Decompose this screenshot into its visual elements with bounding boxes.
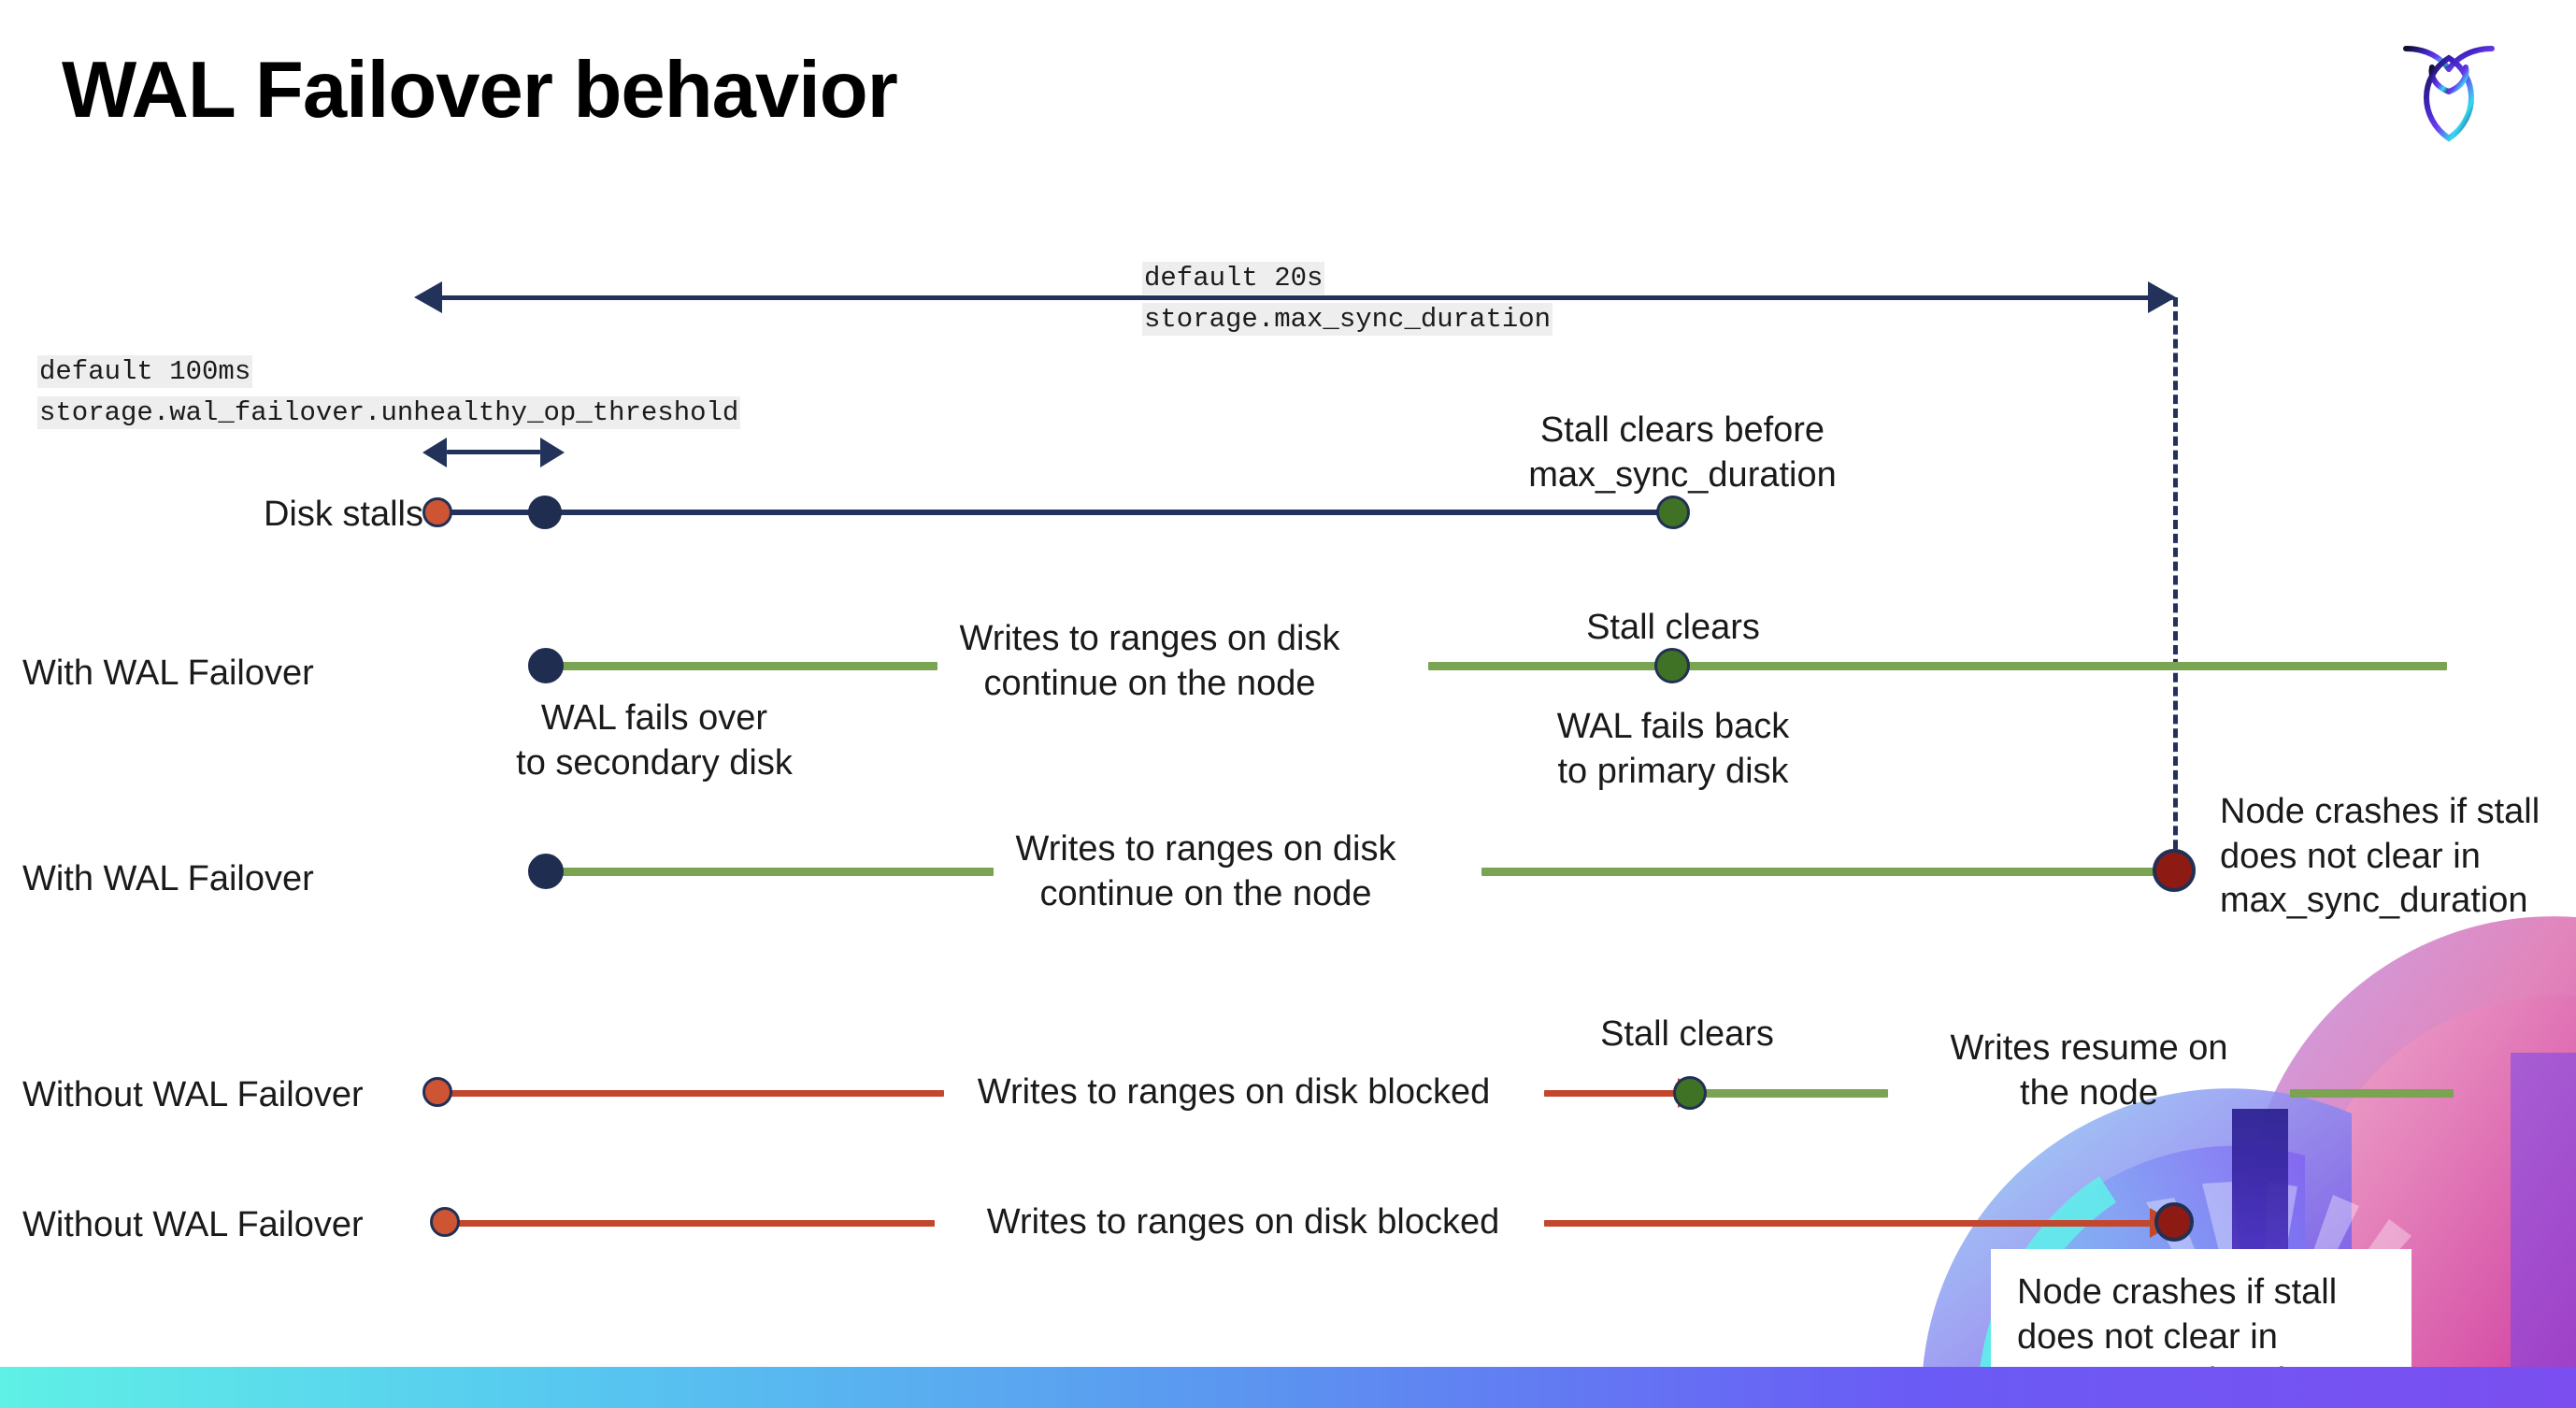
cockroach-labs-logo-icon	[2393, 28, 2505, 150]
row2-timeline-segment-b	[1428, 662, 2447, 670]
max-sync-left-arrowhead	[414, 281, 442, 313]
bottom-gradient-bar	[0, 1367, 2576, 1408]
unhealthy-op-threshold-callout: default 100ms storage.wal_failover.unhea…	[37, 352, 741, 434]
annotation-row3-node-crashes: Node crashes if stall does not clear in …	[2220, 792, 2540, 920]
annotation-row2-wal-fails-back: WAL fails back to primary disk	[1556, 707, 1790, 791]
row4-stall-start-dot	[422, 1077, 452, 1107]
disk-stalls-timeline	[439, 510, 1673, 515]
disk-stall-cleared-dot	[1656, 496, 1690, 529]
row4-blocked-line-a	[439, 1090, 944, 1097]
max-sync-default-value: default 20s	[1142, 262, 1325, 295]
row4-resume-line-b	[2290, 1089, 2454, 1098]
annotation-row4-stall-clears: Stall clears	[1600, 1014, 1774, 1054]
row4-stall-cleared-dot	[1673, 1076, 1707, 1110]
row4-blocked-line-b	[1544, 1090, 1680, 1097]
annotation-row2-writes-continue: Writes to ranges on disk continue on the…	[959, 619, 1340, 703]
max-sync-setting-name: storage.max_sync_duration	[1142, 303, 1553, 337]
annotation-row4-writes-blocked: Writes to ranges on disk blocked	[977, 1072, 1491, 1112]
max-sync-dashed-dropline	[2173, 297, 2178, 877]
unhealthy-setting-name: storage.wal_failover.unhealthy_op_thresh…	[37, 396, 741, 430]
annotation-row5-writes-blocked: Writes to ranges on disk blocked	[986, 1202, 1500, 1242]
row-label-without-wal-failover-2: Without WAL Failover	[22, 1205, 364, 1244]
disk-stall-detected-dot	[528, 496, 562, 529]
max-sync-right-arrowhead	[2148, 281, 2176, 313]
unhealthy-left-arrowhead	[422, 438, 447, 467]
annotation-row2-wal-fails-over: WAL fails over to secondary disk	[516, 698, 793, 783]
row5-blocked-line-a	[439, 1220, 935, 1227]
row5-stall-start-dot	[430, 1207, 460, 1237]
max-sync-duration-span-line	[439, 295, 2173, 300]
row-label-with-wal-failover-1: With WAL Failover	[22, 654, 314, 693]
row2-failover-start-dot	[528, 648, 564, 683]
row4-resume-line-a	[1706, 1089, 1888, 1098]
row3-node-crash-dot	[2153, 849, 2196, 892]
unhealthy-threshold-span-line	[447, 450, 540, 454]
annotation-row4-writes-resume: Writes resume on the node	[1950, 1028, 2228, 1113]
row5-node-crash-dot	[2154, 1202, 2194, 1242]
row3-timeline-segment-a	[545, 868, 994, 876]
row3-failover-start-dot	[528, 854, 564, 889]
row5-blocked-line-b	[1544, 1220, 2152, 1227]
unhealthy-right-arrowhead	[540, 438, 565, 467]
row-label-disk-stalls: Disk stalls	[263, 495, 423, 534]
row3-timeline-segment-b	[1481, 868, 2173, 876]
row2-timeline-segment-a	[545, 662, 937, 670]
page-title: WAL Failover behavior	[62, 46, 898, 135]
row-label-without-wal-failover-1: Without WAL Failover	[22, 1075, 364, 1114]
annotation-row2-stall-clears: Stall clears	[1586, 608, 1760, 647]
row2-stall-cleared-dot	[1654, 648, 1690, 683]
disk-stall-start-dot	[422, 497, 452, 527]
annotation-stall-clears-before: Stall clears before max_sync_duration	[1528, 410, 1837, 495]
unhealthy-default-value: default 100ms	[37, 355, 253, 388]
max-sync-duration-callout: default 20s storage.max_sync_duration	[1142, 258, 1553, 340]
annotation-row3-writes-continue: Writes to ranges on disk continue on the…	[1015, 829, 1396, 913]
row-label-with-wal-failover-2: With WAL Failover	[22, 859, 314, 898]
